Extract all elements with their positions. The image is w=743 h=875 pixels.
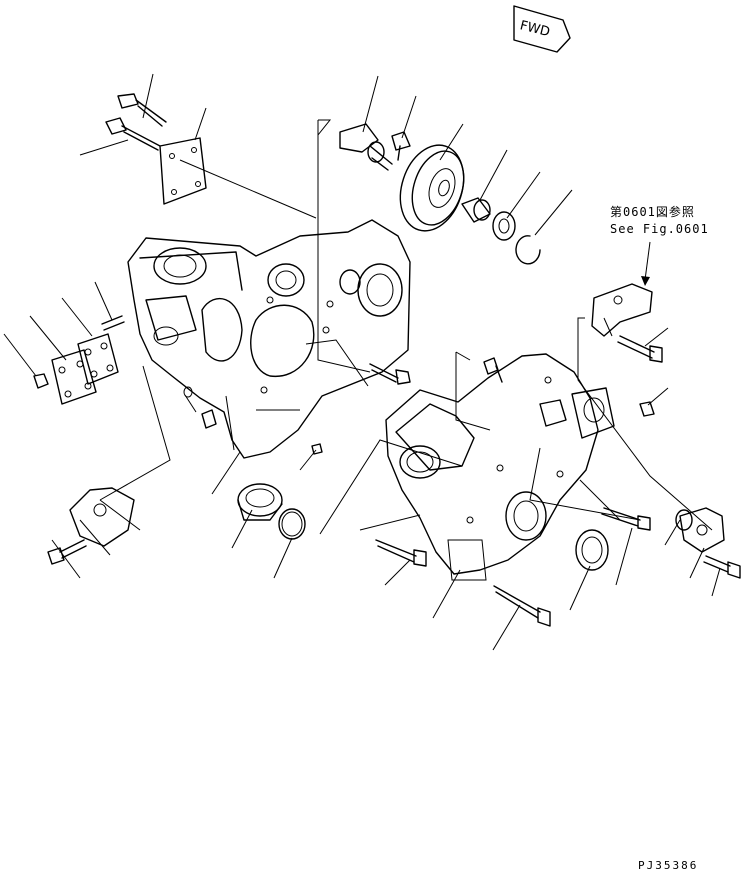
gasket-left: [77, 333, 119, 385]
stud: [101, 315, 125, 331]
front-oil-seal: [575, 529, 609, 571]
drawing-code: PJ35386: [638, 859, 698, 872]
leader-lines: [3, 73, 721, 651]
bushing: [461, 197, 491, 223]
timing-gear-case: [127, 219, 411, 459]
case-bolt: [369, 363, 411, 385]
reference-note-ja: 第0601図参照: [610, 204, 695, 219]
thrust-washer: [492, 211, 516, 241]
cover-plate: [159, 137, 207, 205]
nut: [33, 373, 49, 389]
idler-gear: [399, 144, 465, 232]
long-bolt: [493, 585, 551, 627]
bolt-lower-left: [105, 117, 161, 151]
idler-shaft: [339, 123, 393, 171]
bracket-bolt: [617, 335, 663, 363]
oil-filler-cap: [237, 483, 283, 521]
o-ring: [278, 508, 306, 540]
stud-right: [601, 507, 651, 531]
reference-leader: [644, 241, 651, 281]
plate-right: [679, 507, 725, 553]
plate-left: [51, 349, 97, 405]
bracket: [591, 283, 653, 337]
plug: [311, 443, 323, 455]
idler-bolt: [391, 131, 411, 161]
snap-ring: [515, 235, 541, 265]
o-ring-right: [675, 509, 693, 531]
dowel-pin: [183, 386, 217, 429]
fwd-arrow-icon: FWD: [513, 5, 571, 53]
bracket-nut: [639, 401, 655, 417]
cover-lower-left: [69, 487, 135, 547]
fwd-label: FWD: [518, 18, 551, 40]
reference-note-en: See Fig.0601: [610, 222, 709, 236]
bolt-right: [703, 555, 741, 579]
reference-arrowhead-icon: [641, 276, 650, 286]
bolt-upper-left: [117, 93, 167, 127]
front-cover: [385, 353, 615, 581]
bolt-lower-left-flange: [47, 539, 87, 565]
front-cover-bolt-upper: [483, 357, 503, 383]
front-cover-bolt-lower: [375, 539, 427, 567]
